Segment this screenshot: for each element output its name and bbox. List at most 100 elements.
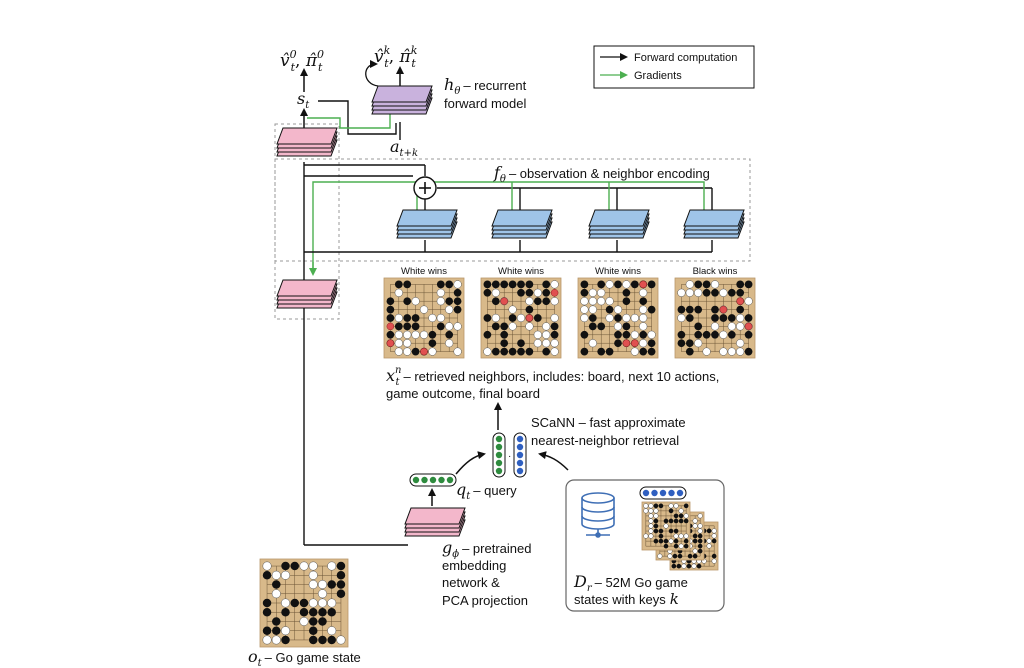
database-board-3-black-stone <box>711 553 717 559</box>
initial-v-sub: t <box>291 61 296 74</box>
database-board-2-white-stone <box>657 553 663 559</box>
database-board-3-white-stone <box>681 563 687 569</box>
database-board-1-white-stone <box>683 533 689 539</box>
neighbor-board-1-white-stone <box>428 313 437 323</box>
neighbor-board-4-black-stone <box>702 280 711 289</box>
initial-pi-sub: t <box>318 61 323 74</box>
database-board-2-black-stone <box>677 553 683 559</box>
database-board-1-white-stone <box>678 543 684 549</box>
database-board-1-white-stone <box>668 503 674 509</box>
observation-go-board-black-stone <box>336 571 346 580</box>
neighbor-board-4-black-stone <box>694 330 703 339</box>
database-board-2-black-stone <box>697 543 703 549</box>
observation-go-board-black-stone <box>308 635 318 645</box>
neighbor-board-1-black-stone <box>411 322 420 331</box>
neighbor-board-4-black-stone <box>719 314 728 322</box>
neighbor-board-2-black-stone <box>550 330 559 339</box>
neighbor-board-1-black-stone <box>428 330 437 339</box>
query-embedding-dot <box>429 476 437 484</box>
observation-go-board-white-stone <box>336 635 346 645</box>
neighbor-board-1 <box>383 277 465 359</box>
neighbor-board-1-white-stone <box>394 330 403 339</box>
observation-go-board-black-stone <box>308 626 318 635</box>
neighbor-board-2-white-stone <box>550 347 559 356</box>
neighbor-board-3-white-stone <box>639 305 648 314</box>
neighbor-board-4-white-stone <box>736 322 745 331</box>
neighbor-board-2-black-stone <box>517 339 525 348</box>
database-key-dot <box>668 489 675 497</box>
observation-go-board-black-stone <box>262 607 272 617</box>
embedding-symbol: g <box>442 538 452 557</box>
database-board-2-white-stone <box>692 518 698 524</box>
database-board-2-white-stone <box>697 523 703 529</box>
query-embedding-dot <box>446 476 454 484</box>
database-board-2-white-stone <box>692 548 698 554</box>
neighbor-board-1-white-stone <box>411 330 420 339</box>
observation-go-board-black-stone <box>327 580 336 589</box>
neighbor-board-2-black-stone <box>517 347 525 356</box>
database-board-1-black-stone <box>653 538 659 544</box>
database-key-dots <box>642 489 684 497</box>
database-board-3-black-stone <box>671 563 677 569</box>
neighbor-board-4 <box>674 277 756 359</box>
observation-go-board-white-stone <box>317 580 327 590</box>
neighbor-board-2-black-stone <box>525 347 534 356</box>
query-symbol: q <box>456 480 466 499</box>
neighbor-board-2-next-action <box>550 289 559 297</box>
encoder-text: – observation & neighbor encoding <box>509 166 710 181</box>
encoder-block-3-layer <box>588 209 650 227</box>
neighbor-board-1-next-action <box>386 322 395 331</box>
database-to-scann-arrow <box>538 451 569 471</box>
neighbor-board-1-black-stone <box>445 280 454 289</box>
neighbor-board-1-white-stone <box>403 347 412 356</box>
observation-go-board <box>259 558 349 648</box>
neighbor-board-1-white-stone <box>411 297 420 306</box>
observation-go-board-black-stone <box>281 607 290 617</box>
neighbor-board-2-black-stone <box>517 280 525 289</box>
neighbor-board-1-black-stone <box>403 314 412 322</box>
encoder-label: fθ– observation & neighbor encoding <box>493 163 710 185</box>
neighbor-board-2-white-stone <box>525 297 534 306</box>
neighbor-board-3-black-stone <box>580 280 589 289</box>
connections <box>300 60 713 546</box>
observation-go-board-black-stone <box>327 635 336 645</box>
observation-go-board-black-stone <box>308 607 318 617</box>
database-board-1-white-stone <box>663 523 669 529</box>
database-board-1-black-stone <box>668 518 674 524</box>
database-board-1-white-stone <box>653 508 659 514</box>
neighbor-board-4-black-stone <box>694 280 703 289</box>
neighbor-board-4-black-stone <box>702 288 711 297</box>
observation-label: ot– Go game state <box>248 647 361 668</box>
encoder-gradient-line <box>312 181 705 270</box>
neighbor-board-4-black-stone <box>744 314 753 322</box>
database-board-2-black-stone <box>692 533 698 539</box>
query-to-scann-arrow <box>455 451 486 475</box>
encoder-block-1 <box>396 209 458 239</box>
neighbor-board-3-white-stone <box>647 330 656 339</box>
neighbor-board-3-white-stone <box>580 313 589 323</box>
observation-go-board-black-stone <box>318 617 327 626</box>
observation-go-board-white-stone <box>271 589 281 599</box>
neighbor-board-2-white-stone <box>508 305 517 314</box>
neighbor-board-3-black-stone <box>622 297 631 306</box>
neighbor-board-2-white-stone <box>483 347 492 356</box>
observation-go-board-white-stone <box>299 561 309 571</box>
query-embedding-dot <box>412 476 420 484</box>
neighbor-board-1-black-stone <box>436 322 445 331</box>
neighbor-board-4-next-action <box>719 305 728 314</box>
neighbor-board-3-white-stone <box>639 322 648 331</box>
database-key-dot <box>659 489 667 497</box>
neighbor-board-3-white-stone <box>597 288 606 297</box>
observation-go-board-black-stone <box>272 626 281 635</box>
database-board-1-black-stone <box>683 503 689 509</box>
recurrent-loop-arrow <box>365 60 379 87</box>
k-v-sup: k <box>384 44 391 57</box>
database-board-1-white-stone <box>678 508 684 514</box>
neighbor-board-4-white-stone <box>727 322 736 331</box>
neighbor-board-1-white-stone <box>419 330 429 339</box>
neighbor-board-2-white-stone <box>533 339 542 348</box>
database-board-1-black-stone <box>663 543 669 549</box>
neighbor-board-3-black-stone <box>580 347 589 356</box>
